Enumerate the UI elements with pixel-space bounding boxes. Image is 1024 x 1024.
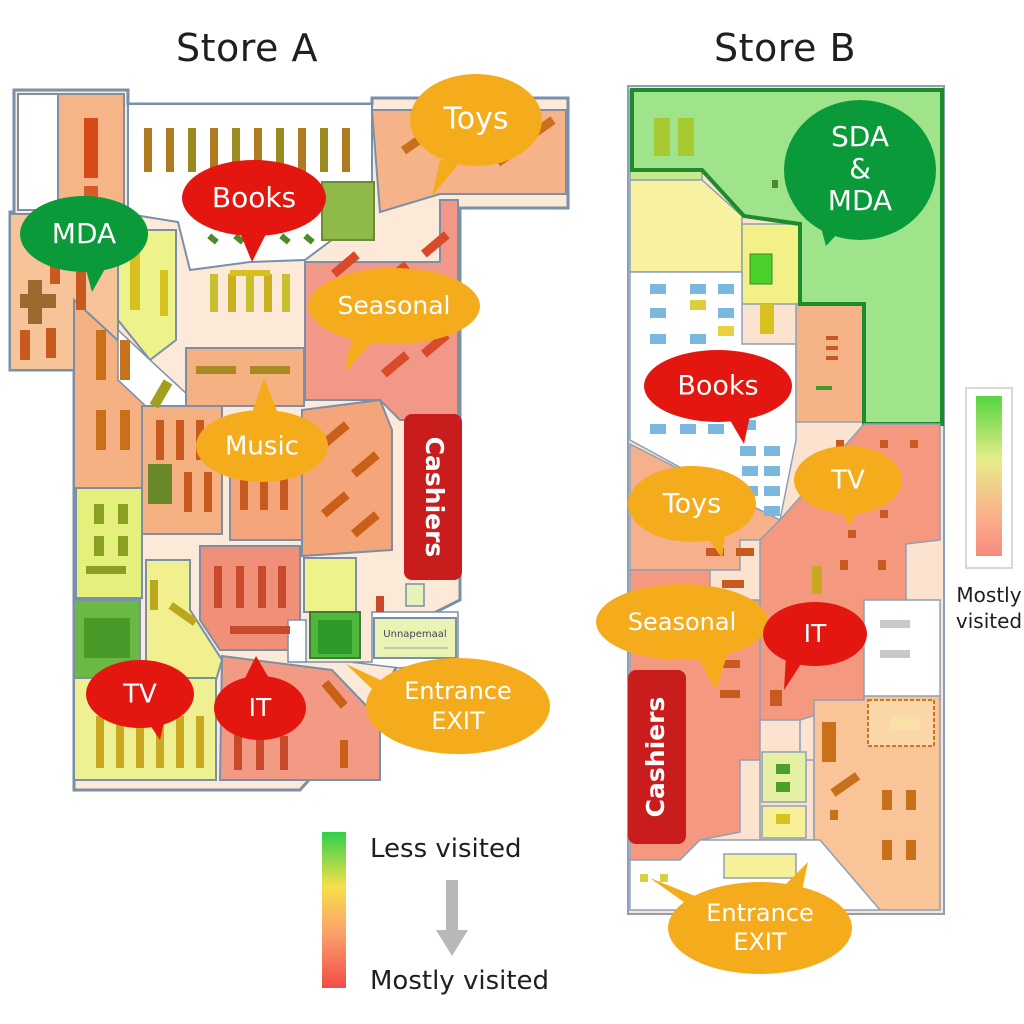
svg-text:Seasonal: Seasonal [628,608,736,636]
svg-text:MDA: MDA [828,184,892,217]
store-a-music-zone [185,347,305,407]
svg-text:Seasonal: Seasonal [337,291,450,320]
svg-text:&: & [849,152,871,185]
svg-text:SDA: SDA [831,120,889,153]
store-a-callout-toys: Toys [410,74,542,196]
store-a-zone-center-right [301,398,393,558]
store-a-cashiers: Cashiers [404,414,462,580]
store-a-green-block [321,181,375,241]
svg-text:EXIT: EXIT [733,928,787,956]
store-a-sign-box [373,617,457,659]
store-b-title: Store B [714,26,857,70]
store-b-zone-lime [761,751,807,803]
svg-text:Music: Music [225,432,299,462]
store-a-small-box [405,583,425,607]
side-legend-label-line-1: Mostly [956,583,1022,607]
store-b-sign-box [723,853,797,879]
store-a-callout-mda: MDA [20,196,148,292]
legend-less-visited-label: Less visited [370,834,522,864]
store-b-callout-sda-mda: SDA & MDA [784,100,936,246]
store-a-callout-it: IT [214,656,306,740]
svg-text:Books: Books [677,371,758,402]
store-b-callout-books: Books [644,350,792,444]
store-b-callout-toys: Toys [628,466,756,558]
legend-color-bar [322,832,346,988]
store-b-zone-orange [795,303,865,423]
store-a-cashiers-label: Cashiers [420,437,449,558]
svg-text:IT: IT [804,619,827,648]
visit-legend [322,832,468,988]
store-b-cashiers: Cashiers [628,670,686,844]
svg-text:IT: IT [249,693,272,722]
legend-arrow-down-icon [436,930,468,956]
svg-text:Entrance: Entrance [706,899,814,927]
store-a-callout-entrance: Entrance EXIT [346,658,550,754]
side-legend-label-line-2: visited [955,609,1023,633]
svg-text:TV: TV [830,466,865,496]
svg-text:TV: TV [122,680,157,710]
store-a-it-zone [199,545,301,651]
store-a-small-yellow [303,557,357,613]
store-b-shelves [640,284,920,882]
side-legend-label: Mostly visited [954,582,1024,634]
store-b-callout-entrance: Entrance EXIT [650,862,852,974]
svg-text:Toys: Toys [662,489,721,520]
side-legend [965,387,1013,569]
svg-text:Entrance: Entrance [404,677,512,705]
legend-mostly-visited-label: Mostly visited [370,966,550,996]
store-a-callout-books: Books [182,160,326,262]
svg-text:Toys: Toys [443,102,509,137]
store-a-title: Store A [176,26,319,70]
store-a-shelves [20,116,556,770]
store-a-lime-zone [75,487,143,599]
store-a-callout-music: Music [196,378,328,482]
side-legend-color-bar [976,396,1002,556]
svg-text:Books: Books [212,181,296,214]
store-b-callout-seasonal: Seasonal [596,584,768,690]
store-b-cashiers-label: Cashiers [641,697,670,818]
store-a-sign-label: Unnapemaal [383,629,446,640]
store-a-callout-seasonal: Seasonal [308,268,480,372]
legend-arrow-shaft [446,880,458,930]
svg-text:EXIT: EXIT [431,707,485,735]
store-b-callout-it: IT [763,602,867,690]
svg-text:MDA: MDA [52,217,116,250]
store-a-storage [17,93,59,211]
store-b-callouts: SDA & MDA Books Toys TV [596,100,936,974]
store-b-callout-tv: TV [794,446,902,526]
store-a-callouts: Toys Books MDA Seasonal Music [20,74,550,754]
store-a-callout-tv: TV [86,660,194,740]
